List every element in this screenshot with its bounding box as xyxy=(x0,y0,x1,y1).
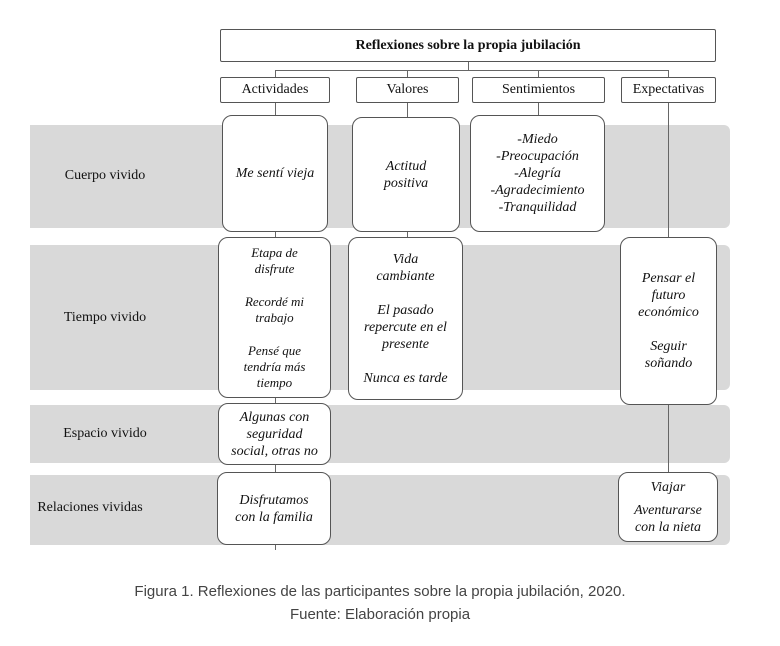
cell-tiempo-expectativas: Pensar el futuro económico Seguir soñand… xyxy=(620,237,717,405)
connector xyxy=(275,70,669,71)
cell-text: Disfrutamos xyxy=(239,492,309,508)
cell-text: Recordé mi xyxy=(244,293,305,309)
cell-text: repercute en el xyxy=(364,319,447,335)
connector xyxy=(468,62,469,70)
cell-cuerpo-valores: Actitud positiva xyxy=(352,117,460,232)
cell-text: Etapa de xyxy=(251,244,298,260)
column-header-actividades: Actividades xyxy=(220,77,330,103)
cell-text: disfrute xyxy=(254,260,295,276)
cell-text: tendría más xyxy=(243,358,306,374)
cell-text: Actitud xyxy=(385,158,427,174)
cell-text: con la familia xyxy=(235,509,313,525)
cell-relaciones-expectativas: Viajar Aventurarse con la nieta xyxy=(618,472,718,542)
cell-espacio-actividades: Algunas con seguridad social, otras no xyxy=(218,403,331,465)
row-label-relaciones: Relaciones vividas xyxy=(37,500,143,515)
cell-text: -Agradecimiento xyxy=(490,183,585,198)
cell-text: Me sentí vieja xyxy=(235,166,315,181)
column-header-expectativas: Expectativas xyxy=(621,77,716,103)
cell-text: Pensé que xyxy=(247,342,302,358)
cell-text: Viajar xyxy=(650,479,686,495)
column-header-sentimientos: Sentimientos xyxy=(472,77,605,103)
cell-text: -Tranquilidad xyxy=(498,200,577,215)
cell-text: futuro xyxy=(651,288,686,303)
cell-text: presente xyxy=(382,336,429,352)
cell-text: tiempo xyxy=(256,374,293,390)
band-relaciones-vividas xyxy=(30,475,730,545)
cell-text: con la nieta xyxy=(634,519,702,535)
cell-text: cambiante xyxy=(376,268,435,284)
cell-text: soñando xyxy=(644,356,693,371)
figure-source: Fuente: Elaboración propia xyxy=(289,606,471,623)
cell-text: Vida xyxy=(392,251,419,267)
row-label-espacio: Espacio vivido xyxy=(63,426,147,441)
cell-text: -Alegría xyxy=(514,166,561,181)
cell-text: Nunca es tarde xyxy=(363,370,448,386)
cell-text: social, otras no xyxy=(231,443,318,459)
cell-text: positiva xyxy=(383,175,429,191)
row-label-cuerpo: Cuerpo vivido xyxy=(64,168,146,183)
diagram-title: Reflexiones sobre la propia jubilación xyxy=(220,29,716,62)
cell-text: Seguir xyxy=(650,339,687,354)
cell-tiempo-valores: Vida cambiante El pasado repercute en el… xyxy=(348,237,463,400)
cell-text: Pensar el xyxy=(641,271,696,286)
row-label-tiempo: Tiempo vivido xyxy=(63,310,147,325)
cell-text: trabajo xyxy=(255,309,294,325)
cell-text: económico xyxy=(638,305,699,320)
cell-text: -Miedo xyxy=(517,132,558,147)
cell-relaciones-actividades: Disfrutamos con la familia xyxy=(217,472,331,545)
cell-text: -Preocupación xyxy=(496,149,579,164)
band-espacio-vivido xyxy=(30,405,730,463)
cell-text: Aventurarse xyxy=(634,502,702,518)
cell-text: Algunas con xyxy=(239,409,310,425)
cell-cuerpo-actividades: Me sentí vieja xyxy=(222,115,328,232)
cell-tiempo-actividades: Etapa de disfrute Recordé mi trabajo Pen… xyxy=(218,237,331,398)
cell-cuerpo-sentimientos: -Miedo -Preocupación -Alegría -Agradecim… xyxy=(470,115,605,232)
figure-caption: Figura 1. Reflexiones de las participant… xyxy=(134,583,626,600)
column-header-valores: Valores xyxy=(356,77,459,103)
cell-text: El pasado xyxy=(377,302,434,318)
cell-text: seguridad xyxy=(246,426,303,442)
